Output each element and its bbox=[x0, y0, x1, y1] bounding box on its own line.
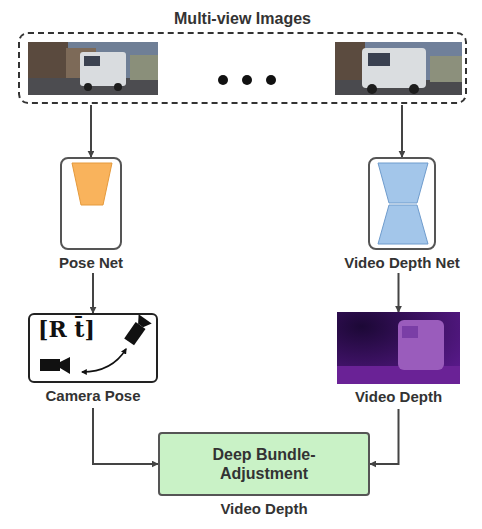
flow-arrow bbox=[92, 273, 94, 313]
encoder-decoder-shape bbox=[378, 205, 428, 244]
flow-arrow bbox=[370, 409, 399, 464]
node-caption: Camera Pose bbox=[45, 387, 140, 405]
box-label: Deep Bundle-Adjustment bbox=[174, 445, 354, 483]
street-photo bbox=[28, 42, 158, 95]
node-outline bbox=[18, 32, 467, 104]
flow-arrow bbox=[90, 105, 92, 157]
node-outline bbox=[368, 157, 436, 250]
depth-map bbox=[337, 312, 460, 384]
diagram-node: Video Depth Net bbox=[344, 157, 460, 272]
node-caption: Video Depth Net bbox=[344, 254, 460, 272]
node-outline bbox=[158, 432, 370, 496]
diagram-node: [R t̄] Camera Pose bbox=[28, 313, 158, 405]
camera-icon bbox=[40, 357, 70, 374]
camera-icon bbox=[123, 314, 152, 346]
node-outline bbox=[60, 157, 122, 250]
flow-arrow bbox=[401, 105, 403, 157]
node-caption: Multi-view Images bbox=[174, 9, 311, 28]
flow-arrow bbox=[398, 273, 400, 312]
encoder-decoder-shape bbox=[378, 163, 428, 203]
pose-matrix: [R t̄] bbox=[38, 316, 95, 342]
diagram-node: Multi-view Images bbox=[18, 9, 467, 104]
encoder-shape bbox=[72, 163, 112, 205]
flow-arrow bbox=[93, 408, 158, 464]
ellipsis-dots bbox=[218, 75, 276, 85]
diagram-node: Deep Bundle-AdjustmentVideo Depth bbox=[158, 432, 370, 518]
diagram-node: Pose Net bbox=[59, 157, 123, 272]
node-caption: Video Depth bbox=[355, 388, 442, 406]
diagram-node: Video Depth bbox=[337, 312, 460, 406]
node-caption: Pose Net bbox=[59, 254, 123, 272]
node-outline bbox=[337, 312, 460, 384]
motion-arrow bbox=[82, 349, 126, 372]
node-caption: Video Depth bbox=[220, 500, 307, 518]
street-photo bbox=[335, 42, 462, 95]
